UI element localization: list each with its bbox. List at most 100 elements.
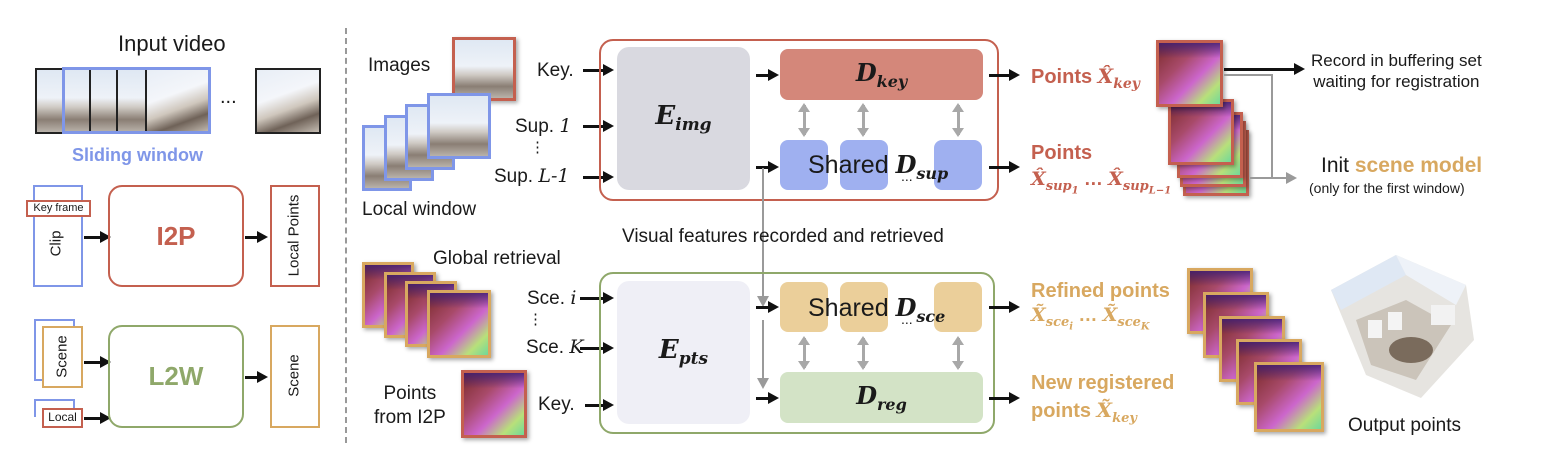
scene-pointmap (427, 290, 491, 358)
arrow-i2p-to-local-points (245, 236, 259, 239)
points-encoder-label: Epts (658, 335, 709, 370)
input-sup-l-1-label: Sup. L-1 (494, 165, 570, 187)
arrow-head (257, 231, 268, 243)
registered-pointmap (1254, 362, 1324, 432)
sup-points-output-symbols: X̂sup1 … X̂supL−1 (1031, 168, 1172, 197)
key-decoder: Dkey (780, 49, 983, 100)
init-note: (only for the first window) (1309, 180, 1465, 196)
arrow-head (1286, 172, 1297, 184)
key-points-output-label: Points X̂key (1031, 64, 1140, 92)
arrow-scene-to-l2w (84, 361, 102, 364)
key-decoder-label: Dkey (855, 58, 908, 91)
image-encoder-label: Eimg (655, 101, 712, 136)
feature-retrieval-line (762, 168, 764, 303)
gray-route-line (1271, 74, 1273, 178)
scene-output-label: Scene (285, 354, 303, 397)
new-registered-label: New registered (1031, 372, 1175, 394)
clip-label: Clip (47, 230, 65, 257)
input-key-label: Key. (538, 394, 575, 415)
arrow-head (768, 301, 779, 313)
sup-decoder-block (780, 140, 828, 190)
arrow-refined-output (989, 306, 1011, 309)
input-vdots: ⋮ (530, 139, 545, 156)
cross-attention-arrow (857, 336, 869, 370)
input-sce-k-label: Sce. K (526, 336, 584, 358)
video-frame (35, 68, 67, 134)
arrow-head (603, 292, 614, 304)
sup-pointmap (1168, 99, 1234, 165)
arrow-to-dreg (756, 397, 770, 400)
arrow-to-dsce (756, 306, 770, 309)
arrow-key-output (989, 74, 1011, 77)
arrow-head (1009, 392, 1020, 404)
images-label: Images (368, 55, 431, 76)
local-points-box: Local Points (270, 185, 320, 287)
panel-divider (345, 28, 347, 443)
arrow-key-input (585, 404, 605, 407)
sce-decoder-ellipsis: ... (901, 311, 913, 327)
shared-sup-decoder-label: Shared Dsup (808, 150, 949, 183)
i2p-label: I2P (156, 220, 196, 251)
cross-attention-arrow (798, 103, 810, 137)
arrow-key-input (583, 69, 605, 72)
arrow-head (768, 69, 779, 81)
cross-attention-arrow (857, 103, 869, 137)
arrow-to-dkey (756, 74, 770, 77)
local-points-label: Local Points (285, 194, 303, 277)
init-scene-model-text: Init scene model (1321, 154, 1483, 177)
sup-points-output-label: Points (1031, 142, 1093, 164)
arrow-head (1294, 63, 1305, 75)
sce-decoder-block (934, 282, 982, 332)
l2w-label: L2W (148, 361, 204, 391)
sliding-window-label: Sliding window (72, 145, 203, 165)
output-point-cloud (1326, 250, 1476, 400)
arrow-l2w-to-scene (245, 376, 259, 379)
visual-features-label: Visual features recorded and retrieved (622, 226, 944, 247)
arrow-local-to-l2w (84, 417, 102, 420)
sliding-window-box (62, 67, 211, 134)
clip-box: Clip (33, 185, 83, 287)
refined-points-label: Refined points (1031, 280, 1170, 302)
arrow-head (100, 356, 111, 368)
global-retrieval-label: Global retrieval (433, 248, 561, 269)
key-pointmap-input (461, 370, 527, 438)
arrow-head (603, 120, 614, 132)
arrow-head (757, 378, 769, 389)
arrow-head (603, 399, 614, 411)
arrow-to-init (1250, 177, 1288, 179)
arrow-head (1009, 161, 1020, 173)
sup-decoder-ellipsis: ... (901, 168, 913, 184)
filmstrip-ellipsis: ... (220, 86, 237, 108)
cross-attention-arrow (798, 336, 810, 370)
local-window-label: Local window (362, 199, 477, 220)
input-sce-i-label: Sce. i (527, 287, 577, 309)
arrow-sce-i-input (580, 297, 605, 300)
new-registered-symbols: points X̃key (1031, 398, 1137, 426)
arrow-supl-input (583, 176, 605, 179)
cross-attention-arrow (952, 336, 964, 370)
arrow-head (100, 412, 111, 424)
input-sup-1-label: Sup. 1 (515, 115, 572, 137)
arrow-sce-k-input (580, 347, 605, 350)
output-points-label: Output points (1348, 415, 1462, 436)
key-frame-label: Key frame (33, 202, 84, 214)
arrow-to-buffer (1224, 68, 1296, 71)
arrow-head (1009, 301, 1020, 313)
arrow-head (1009, 69, 1020, 81)
scene-input-label: Scene (53, 335, 71, 378)
arrow-head (100, 231, 111, 243)
sce-decoder-block (840, 282, 888, 332)
arrow-head (603, 64, 614, 76)
key-image (452, 37, 516, 101)
arrow-sup-output (989, 166, 1011, 169)
arrow-to-dsup (756, 166, 770, 169)
support-image (427, 93, 491, 159)
l2w-detail-container (599, 272, 995, 434)
reg-decoder: Dreg (780, 372, 983, 423)
cross-attention-arrow (952, 103, 964, 137)
points-encoder: Epts (617, 281, 750, 424)
arrow-head (768, 161, 779, 173)
sup-decoder-block (840, 140, 888, 190)
